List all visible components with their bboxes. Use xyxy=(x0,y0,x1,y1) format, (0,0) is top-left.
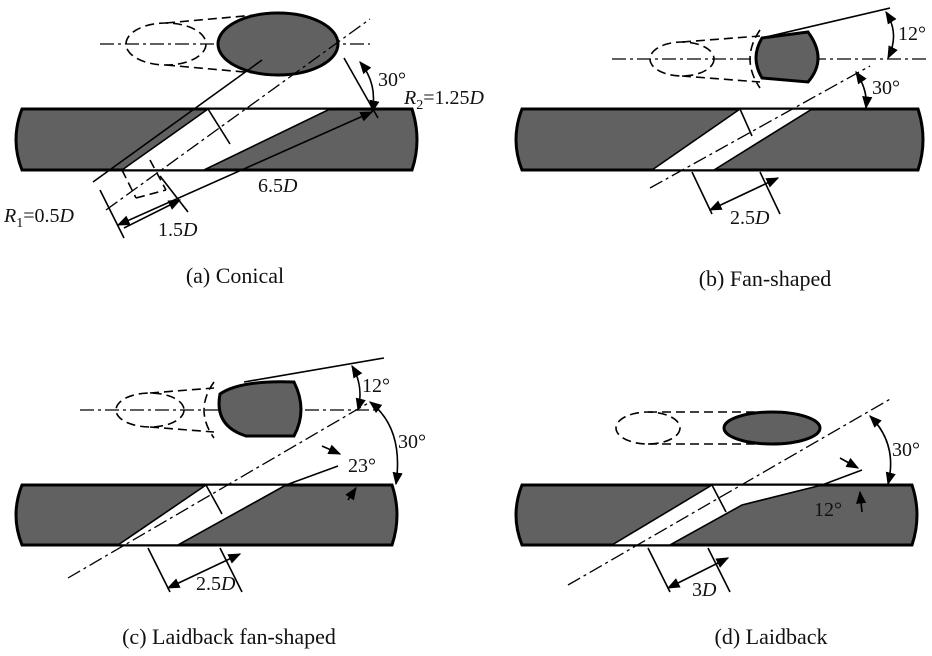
laidback-exit-shape xyxy=(615,410,822,446)
laidback-fan-plate xyxy=(14,401,403,593)
caption-fan-shaped: (b) Fan-shaped xyxy=(699,266,832,291)
conical-plate xyxy=(14,18,419,239)
caption-conical: (a) Conical xyxy=(186,263,284,288)
conical-angle-arc xyxy=(359,61,380,114)
laidback-fan-exit-shape xyxy=(80,357,385,439)
conical-angle-label: 30° xyxy=(378,69,406,91)
fan-expansion-label: 12° xyxy=(898,23,926,45)
fan-entry-label: 2.5D xyxy=(730,207,770,229)
conical-exit-shape xyxy=(100,11,370,77)
fan-plate xyxy=(514,65,925,215)
caption-laidback: (d) Laidback xyxy=(715,624,828,649)
laidback-laidback-label: 12° xyxy=(814,499,842,521)
conical-r2-label: R2=1.25D xyxy=(403,87,485,113)
laidback-fan-angle-label: 30° xyxy=(398,431,426,453)
laidback-fan-entry-label: 2.5D xyxy=(196,573,236,595)
panel-conical: 30° R2=1.25D 6.5D R1=0.5D 1.5D (a) Conic… xyxy=(3,11,485,288)
fan-exit-shape xyxy=(612,7,930,89)
fan-angle-label: 30° xyxy=(872,77,900,99)
laidback-plate xyxy=(514,397,919,593)
caption-laidback-fan-shaped: (c) Laidback fan-shaped xyxy=(122,624,336,649)
laidback-fan-expansion-label: 12° xyxy=(362,375,390,397)
conical-r1-label: R1=0.5D xyxy=(3,205,75,231)
panel-laidback: 30° 12° 3D (d) Laidback xyxy=(514,397,920,649)
panel-fan-shaped: 12° 30° 2.5D (b) Fan-shaped xyxy=(514,7,930,291)
laidback-angle-label: 30° xyxy=(892,439,920,461)
laidback-fan-laidback-label: 23° xyxy=(348,455,376,477)
conical-entry-label: 1.5D xyxy=(158,219,198,241)
conical-length-label: 6.5D xyxy=(258,175,298,197)
laidback-entry-label: 3D xyxy=(692,579,717,601)
panel-laidback-fan-shaped: 12° 30° 23° 2.5D (c) Laidback fan-shaped xyxy=(14,357,426,649)
